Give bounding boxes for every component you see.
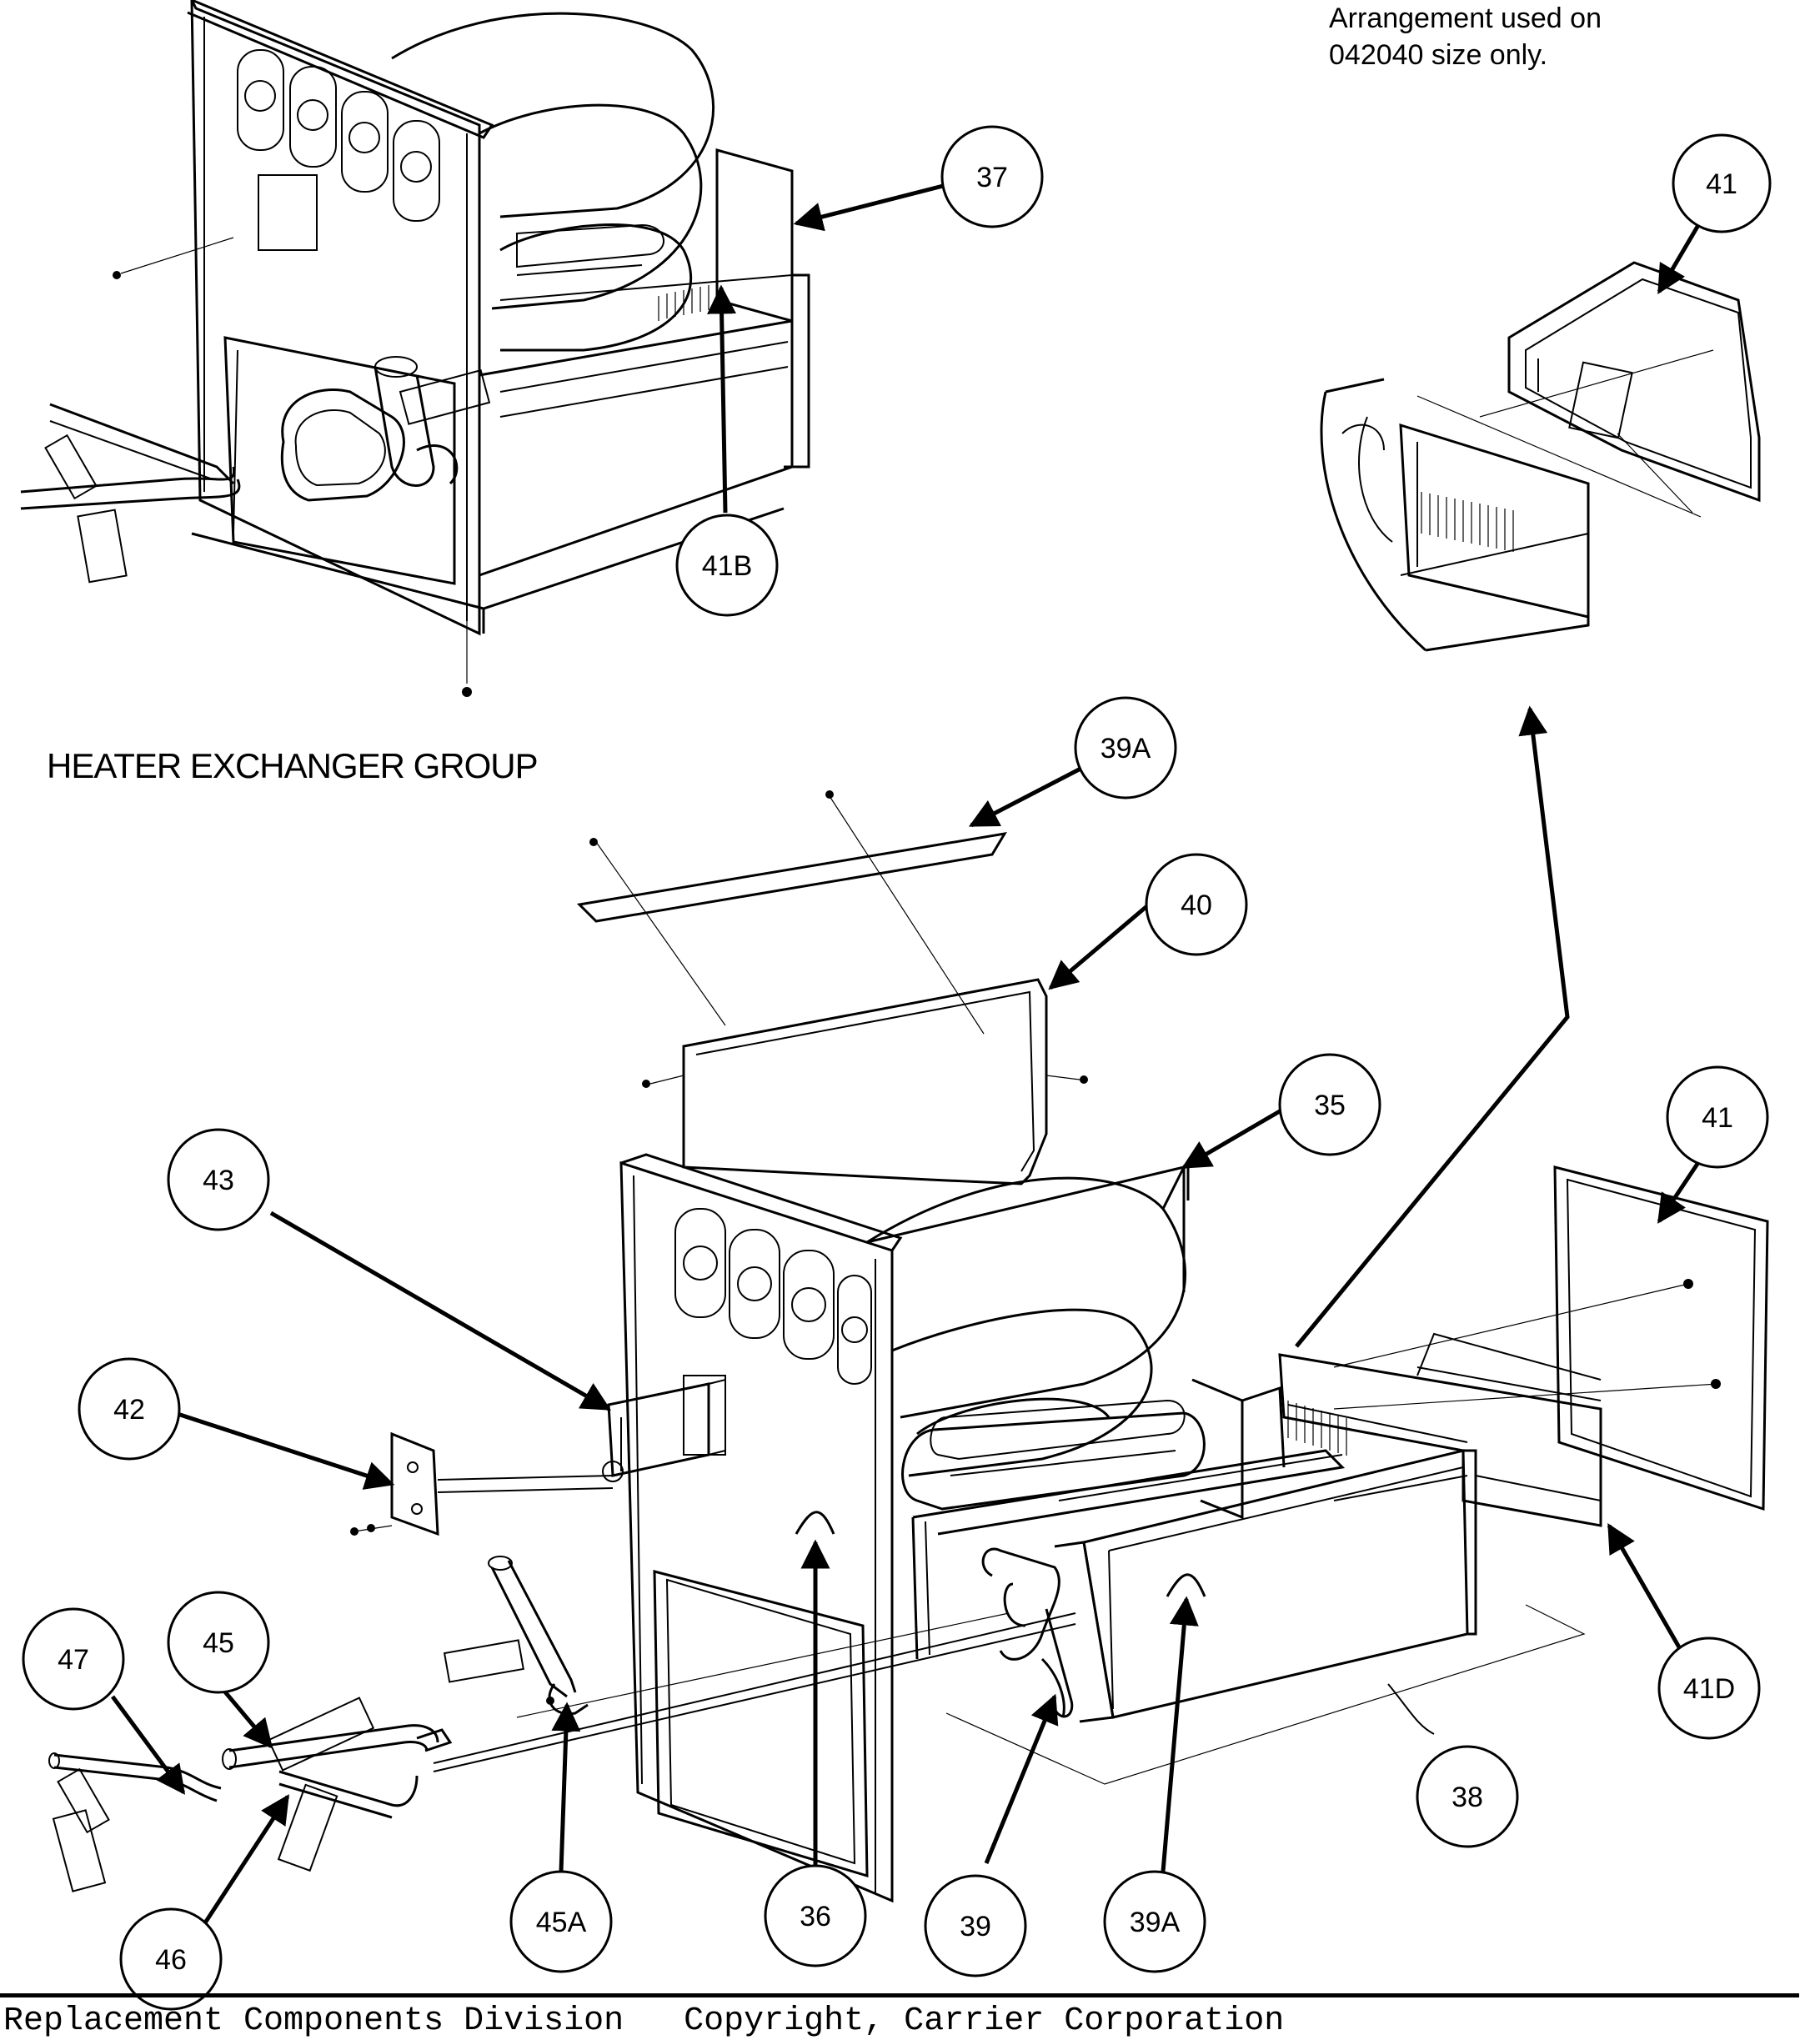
svg-text:39A: 39A <box>1101 733 1151 764</box>
callout-40: 40 <box>1145 853 1248 956</box>
callout-38: 38 <box>1416 1745 1519 1848</box>
svg-text:36: 36 <box>800 1901 831 1932</box>
callout-39a-bottom: 39A <box>1103 1870 1206 1973</box>
inset-arrangement-illustration <box>1320 261 1761 652</box>
callout-42: 42 <box>78 1357 181 1461</box>
svg-text:40: 40 <box>1181 890 1212 921</box>
footer-right: Copyright, Carrier Corporation <box>684 2002 1285 2040</box>
callout-46: 46 <box>119 1907 223 2011</box>
svg-text:39: 39 <box>960 1911 991 1942</box>
leader-arrows <box>110 183 1703 1926</box>
svg-text:35: 35 <box>1314 1090 1346 1121</box>
main-assembly-illustration <box>48 790 1769 1903</box>
callout-45: 45 <box>167 1591 270 1694</box>
svg-text:45A: 45A <box>536 1907 587 1938</box>
group-title: HEATER EXCHANGER GROUP <box>47 746 539 785</box>
callout-45a: 45A <box>509 1870 613 1973</box>
callout-35: 35 <box>1278 1053 1381 1156</box>
callout-37: 37 <box>940 125 1044 228</box>
svg-text:47: 47 <box>58 1644 89 1676</box>
size-note-line1: Arrangement used on <box>1329 3 1602 34</box>
callout-39a-top: 39A <box>1074 696 1177 799</box>
svg-text:43: 43 <box>203 1165 234 1196</box>
callout-bubbles: 37 41 41B 39A 40 35 41 43 42 47 45 41D 3… <box>22 125 1772 2011</box>
svg-text:46: 46 <box>155 1944 187 1976</box>
svg-text:39A: 39A <box>1130 1907 1181 1938</box>
callout-39: 39 <box>924 1874 1027 1977</box>
callout-43: 43 <box>167 1128 270 1231</box>
footer-left: Replacement Components Division <box>3 2002 624 2040</box>
footer: Replacement Components Division Copyrigh… <box>3 2002 1284 2040</box>
callout-41-inset: 41 <box>1672 133 1772 233</box>
svg-text:42: 42 <box>113 1394 145 1426</box>
svg-text:41D: 41D <box>1683 1673 1735 1705</box>
size-note-line2: 042040 size only. <box>1329 39 1548 71</box>
callout-41b: 41B <box>675 514 779 617</box>
svg-text:37: 37 <box>976 162 1008 193</box>
svg-text:45: 45 <box>203 1627 234 1659</box>
svg-text:38: 38 <box>1451 1782 1483 1813</box>
svg-text:41: 41 <box>1706 168 1737 200</box>
footer-rule <box>0 1993 1799 1997</box>
top-assembly-illustration <box>20 0 810 697</box>
size-note: Arrangement used on 042040 size only. <box>1329 0 1602 73</box>
callout-41-right: 41 <box>1666 1065 1769 1169</box>
callout-36: 36 <box>764 1864 867 1967</box>
svg-text:41B: 41B <box>702 550 753 582</box>
callout-47: 47 <box>22 1607 125 1711</box>
callout-41d: 41D <box>1657 1637 1761 1740</box>
svg-text:41: 41 <box>1702 1102 1733 1134</box>
